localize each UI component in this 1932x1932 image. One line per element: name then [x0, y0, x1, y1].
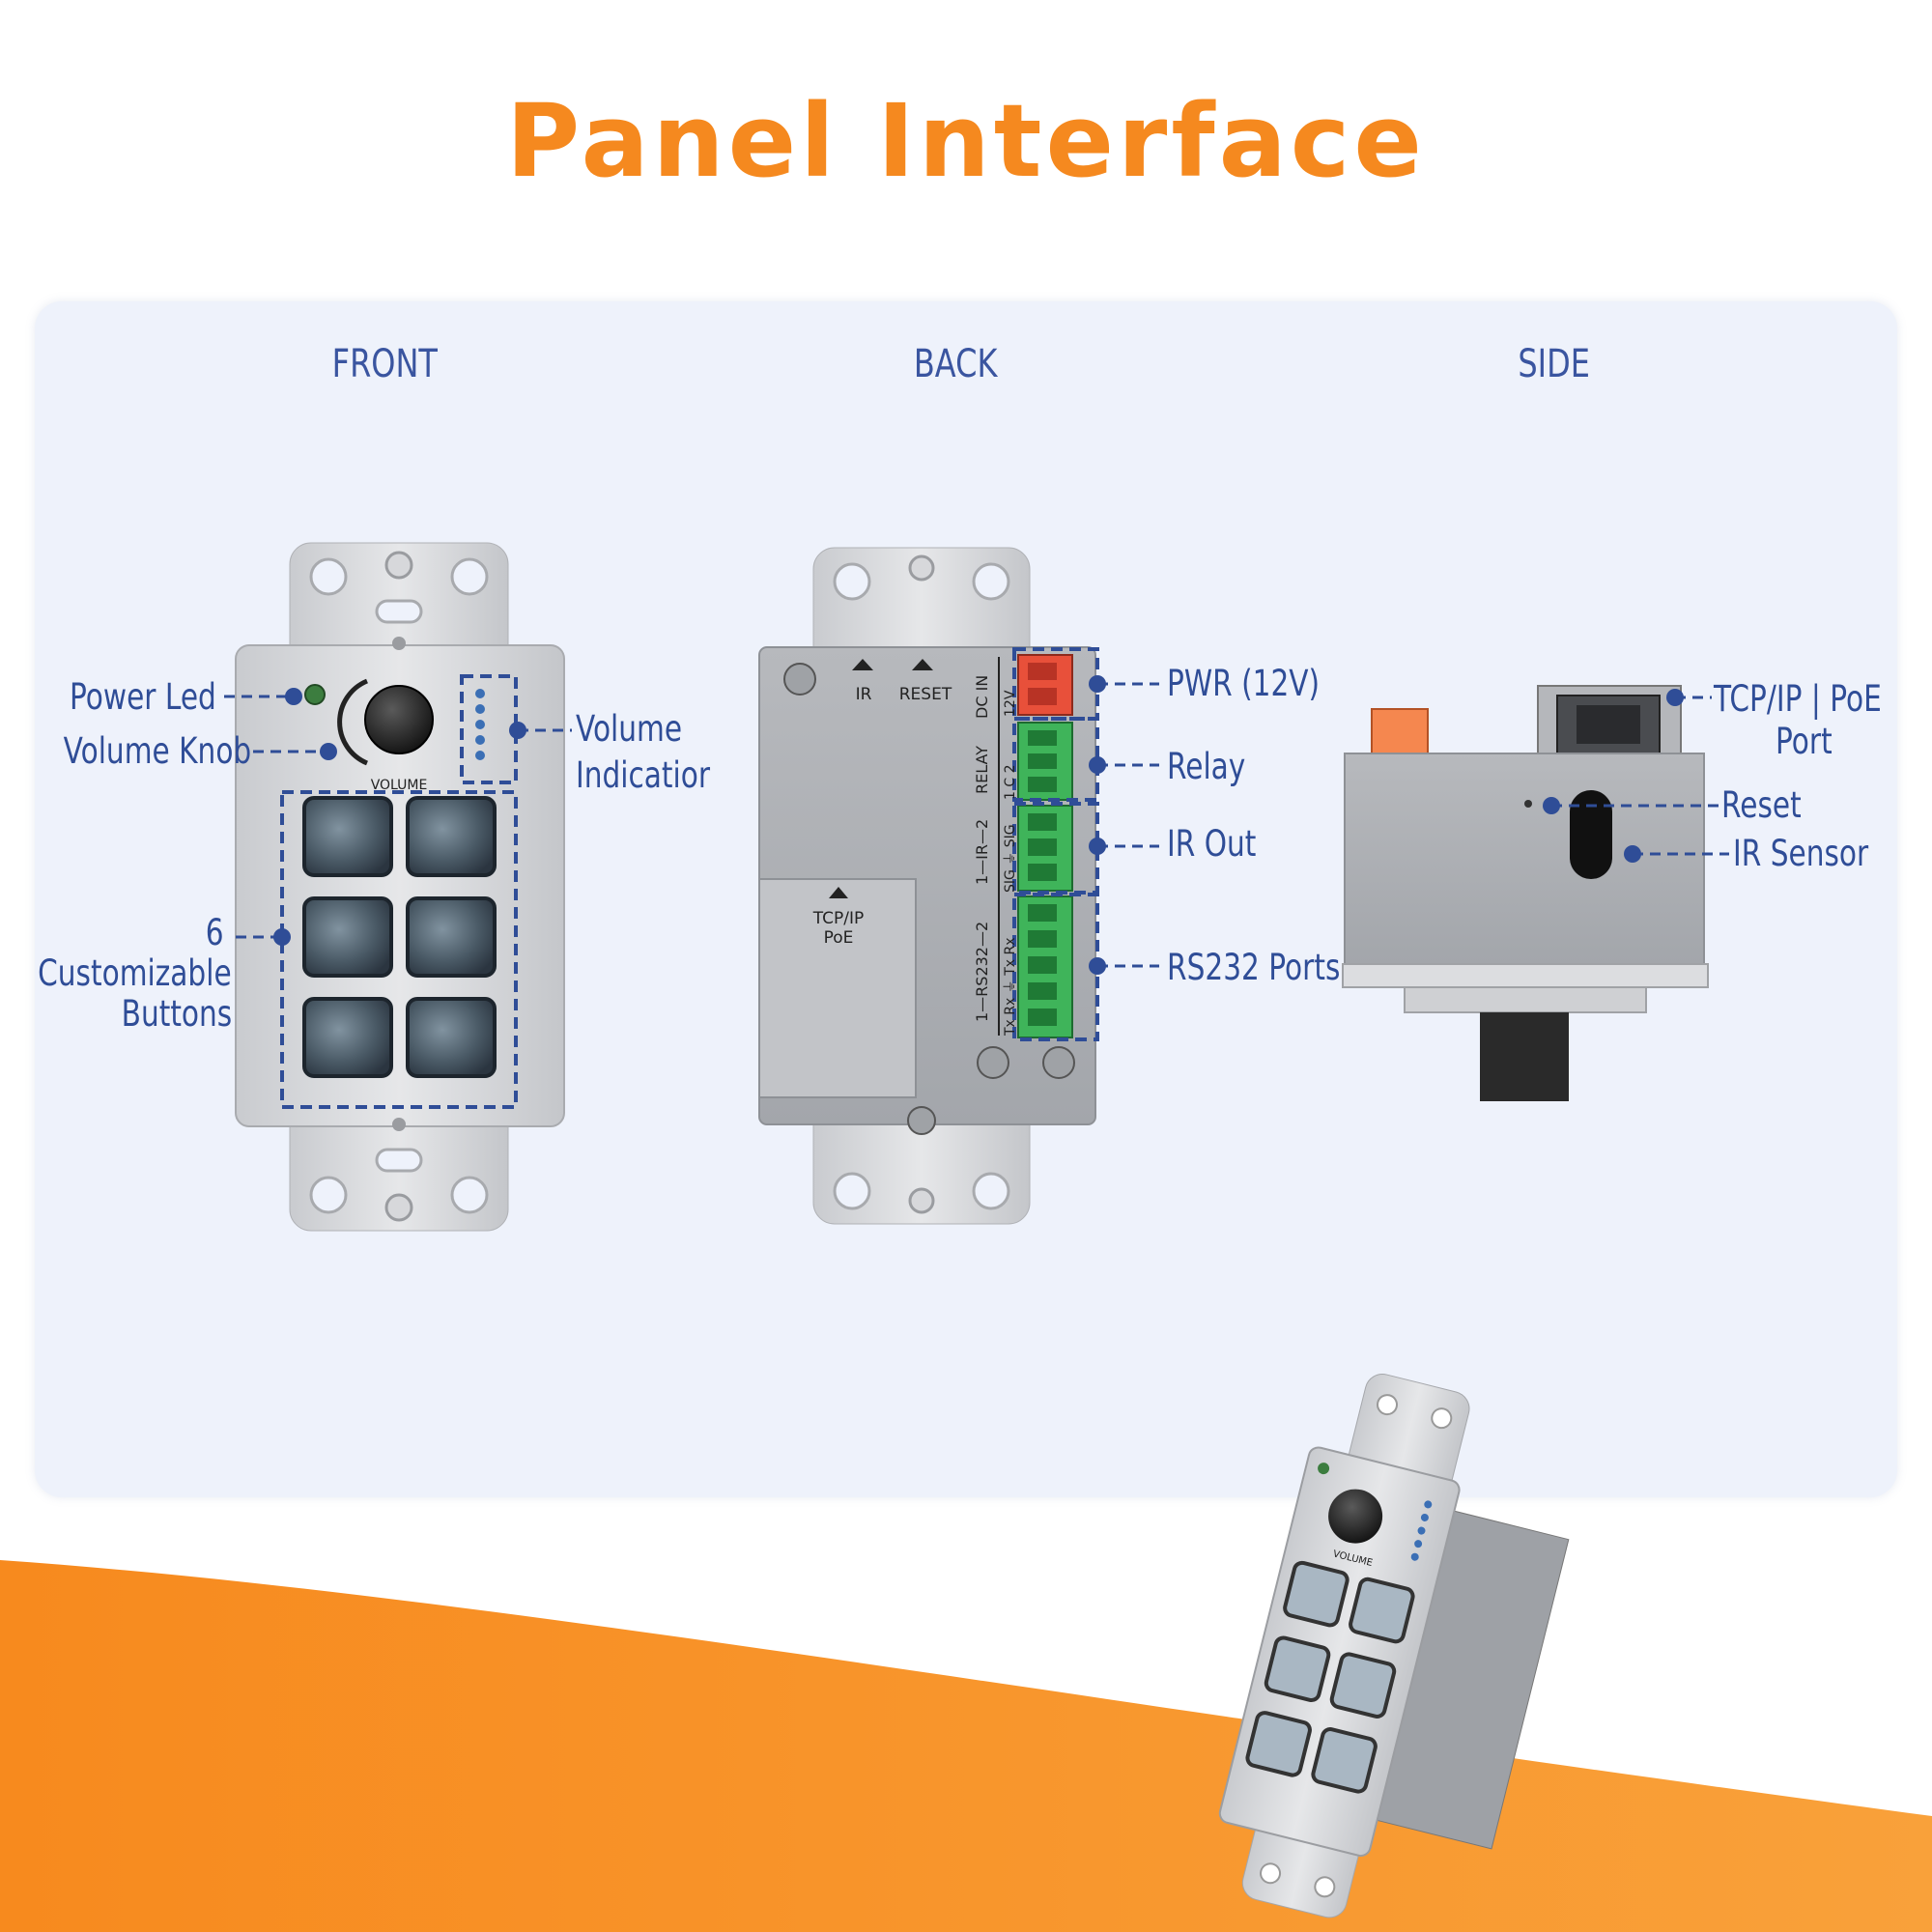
back-heading: BACK — [913, 342, 998, 386]
back-rs232-pins-print: Tx Rx ⏚ Tx Rx — [1003, 938, 1018, 1037]
page-title: Panel Interface — [506, 82, 1426, 200]
side-heading: SIDE — [1518, 342, 1590, 386]
front-heading: FRONT — [331, 342, 438, 386]
label-volume-knob: Volume Knob — [63, 730, 251, 772]
back-relay-print: RELAY — [973, 746, 991, 794]
back-dcin-print: DC IN — [973, 675, 991, 719]
label-ir-out: IR Out — [1167, 823, 1257, 865]
front-volume-print: VOLUME — [371, 778, 428, 793]
label-volume-indicator-1: Volume — [576, 708, 683, 750]
label-ir-sensor: IR Sensor — [1733, 833, 1869, 874]
label-power-led: Power Led — [70, 676, 216, 718]
back-ir-pins-print: SIG ⏚ SIG — [1003, 824, 1018, 893]
back-device — [758, 547, 1099, 1225]
label-tcpip-2: Port — [1776, 721, 1833, 762]
bottom-orange-wave — [0, 1560, 1932, 1932]
perspective-product: VOLUME — [1218, 1374, 1570, 1918]
label-relay: Relay — [1167, 746, 1246, 787]
back-ir-print: IR — [856, 685, 872, 704]
label-volume-indicator-2: Indicatior — [576, 754, 711, 796]
back-relay-pins-print: 1 C 2 — [1003, 765, 1018, 801]
label-tcpip-1: TCP/IP | PoE — [1714, 678, 1882, 720]
label-pwr: PWR (12V) — [1167, 663, 1321, 704]
label-buttons-1: 6 — [206, 912, 224, 953]
back-ir-group-print: 1—IR—2 — [973, 819, 991, 885]
back-poe-print: PoE — [824, 928, 854, 948]
label-reset: Reset — [1721, 784, 1802, 826]
side-device — [1342, 685, 1709, 1101]
label-rs232: RS232 Ports — [1167, 947, 1341, 988]
back-tcpip-print: TCP/IP — [812, 909, 865, 928]
front-device — [235, 542, 565, 1232]
label-buttons-2: Customizable — [38, 952, 232, 994]
back-12v-print: 12V — [1003, 690, 1018, 717]
label-buttons-3: Buttons — [121, 993, 232, 1035]
back-rs232-group-print: 1—RS232—2 — [973, 922, 991, 1022]
back-reset-print: RESET — [899, 685, 952, 704]
